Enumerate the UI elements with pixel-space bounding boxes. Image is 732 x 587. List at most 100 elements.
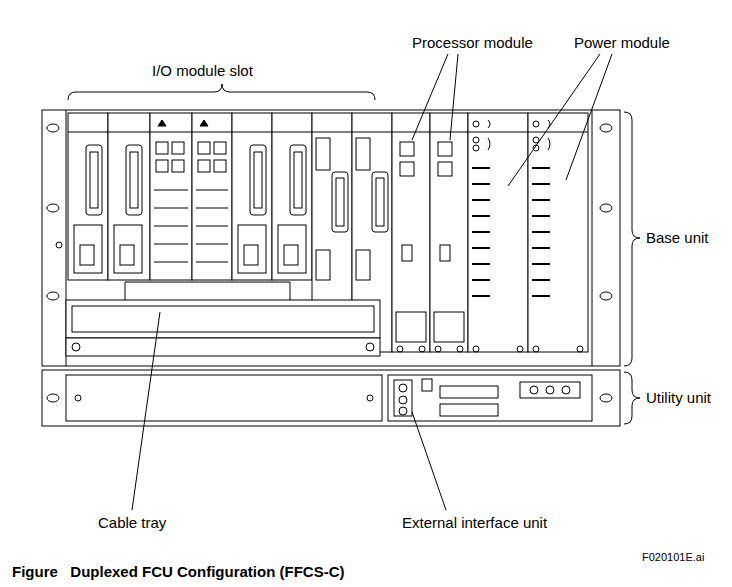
module [372, 172, 388, 232]
utility-unit [66, 375, 382, 421]
slot-label: I/O module slot [150, 62, 255, 80]
module [473, 121, 479, 127]
module [196, 190, 228, 191]
bracket [624, 112, 640, 366]
utility-unit [440, 404, 498, 416]
module [532, 167, 550, 169]
module [294, 152, 302, 208]
utility-unit [440, 386, 498, 398]
leader-line [132, 54, 612, 510]
module [172, 160, 184, 172]
utility-unit [394, 380, 412, 416]
module [200, 120, 208, 126]
module [533, 346, 539, 352]
part-label: Processor module [410, 34, 535, 52]
bracket [68, 84, 375, 100]
cable-tray [72, 306, 374, 332]
module [74, 225, 102, 273]
base-unit-panel [42, 110, 620, 366]
cable-tray [66, 282, 380, 356]
base-unit-panel [47, 204, 59, 212]
module [108, 132, 150, 133]
base-unit-panel [600, 292, 612, 300]
part-label: External interface unit [400, 514, 549, 532]
module [533, 121, 539, 127]
module [244, 245, 258, 265]
base-unit-panel [600, 204, 612, 212]
module [198, 160, 210, 172]
module [472, 279, 490, 281]
utility-unit [562, 386, 570, 394]
cable-tray [125, 282, 290, 300]
module [126, 145, 142, 215]
module [192, 132, 232, 133]
module [198, 142, 210, 154]
module [316, 138, 330, 170]
module [114, 225, 142, 273]
file-id: F020101E.ai [640, 548, 706, 566]
module [440, 245, 450, 261]
module [532, 279, 550, 281]
module [396, 312, 426, 342]
leader-line [412, 412, 446, 510]
utility-unit [75, 395, 81, 401]
leader-line [508, 54, 600, 186]
cable-tray [72, 343, 80, 351]
module [392, 113, 430, 352]
utility-unit [42, 370, 620, 426]
utility-unit [42, 370, 620, 426]
module [472, 167, 490, 169]
module [528, 113, 588, 352]
module [356, 250, 370, 280]
module [336, 178, 344, 226]
module [172, 142, 184, 154]
module [532, 231, 550, 233]
module [232, 113, 272, 280]
module [472, 263, 490, 265]
leader-line [566, 54, 612, 180]
module [156, 142, 168, 154]
module [214, 160, 226, 172]
utility-unit [367, 395, 373, 401]
utility-unit [399, 407, 407, 415]
module [473, 145, 479, 151]
utility-unit [600, 394, 612, 402]
module [192, 113, 232, 280]
module [376, 178, 384, 226]
utility-unit [422, 379, 432, 391]
module [356, 138, 370, 170]
bracket [624, 372, 640, 424]
module [192, 113, 232, 280]
module [278, 225, 306, 273]
module [352, 132, 392, 133]
module [435, 346, 441, 352]
module [473, 346, 479, 352]
module [397, 346, 403, 352]
module [250, 145, 266, 215]
module [108, 113, 150, 280]
module [196, 262, 228, 263]
utility-unit [399, 384, 407, 392]
module [532, 183, 550, 185]
module [402, 245, 412, 261]
module [120, 245, 134, 265]
module [438, 162, 452, 176]
module [472, 215, 490, 217]
base-unit-panel [600, 124, 612, 132]
module [150, 132, 192, 133]
module [272, 113, 312, 280]
module [312, 132, 352, 133]
utility-unit [520, 382, 580, 398]
module [400, 142, 414, 156]
part-label: Cable tray [96, 514, 168, 532]
module [68, 113, 108, 280]
module [238, 225, 266, 273]
unit-label: Utility unit [644, 389, 713, 407]
module [472, 183, 490, 185]
module [130, 152, 138, 208]
module [272, 132, 312, 133]
module [316, 250, 330, 280]
base-unit-panel [56, 242, 62, 248]
module [196, 244, 228, 245]
module [528, 132, 588, 133]
